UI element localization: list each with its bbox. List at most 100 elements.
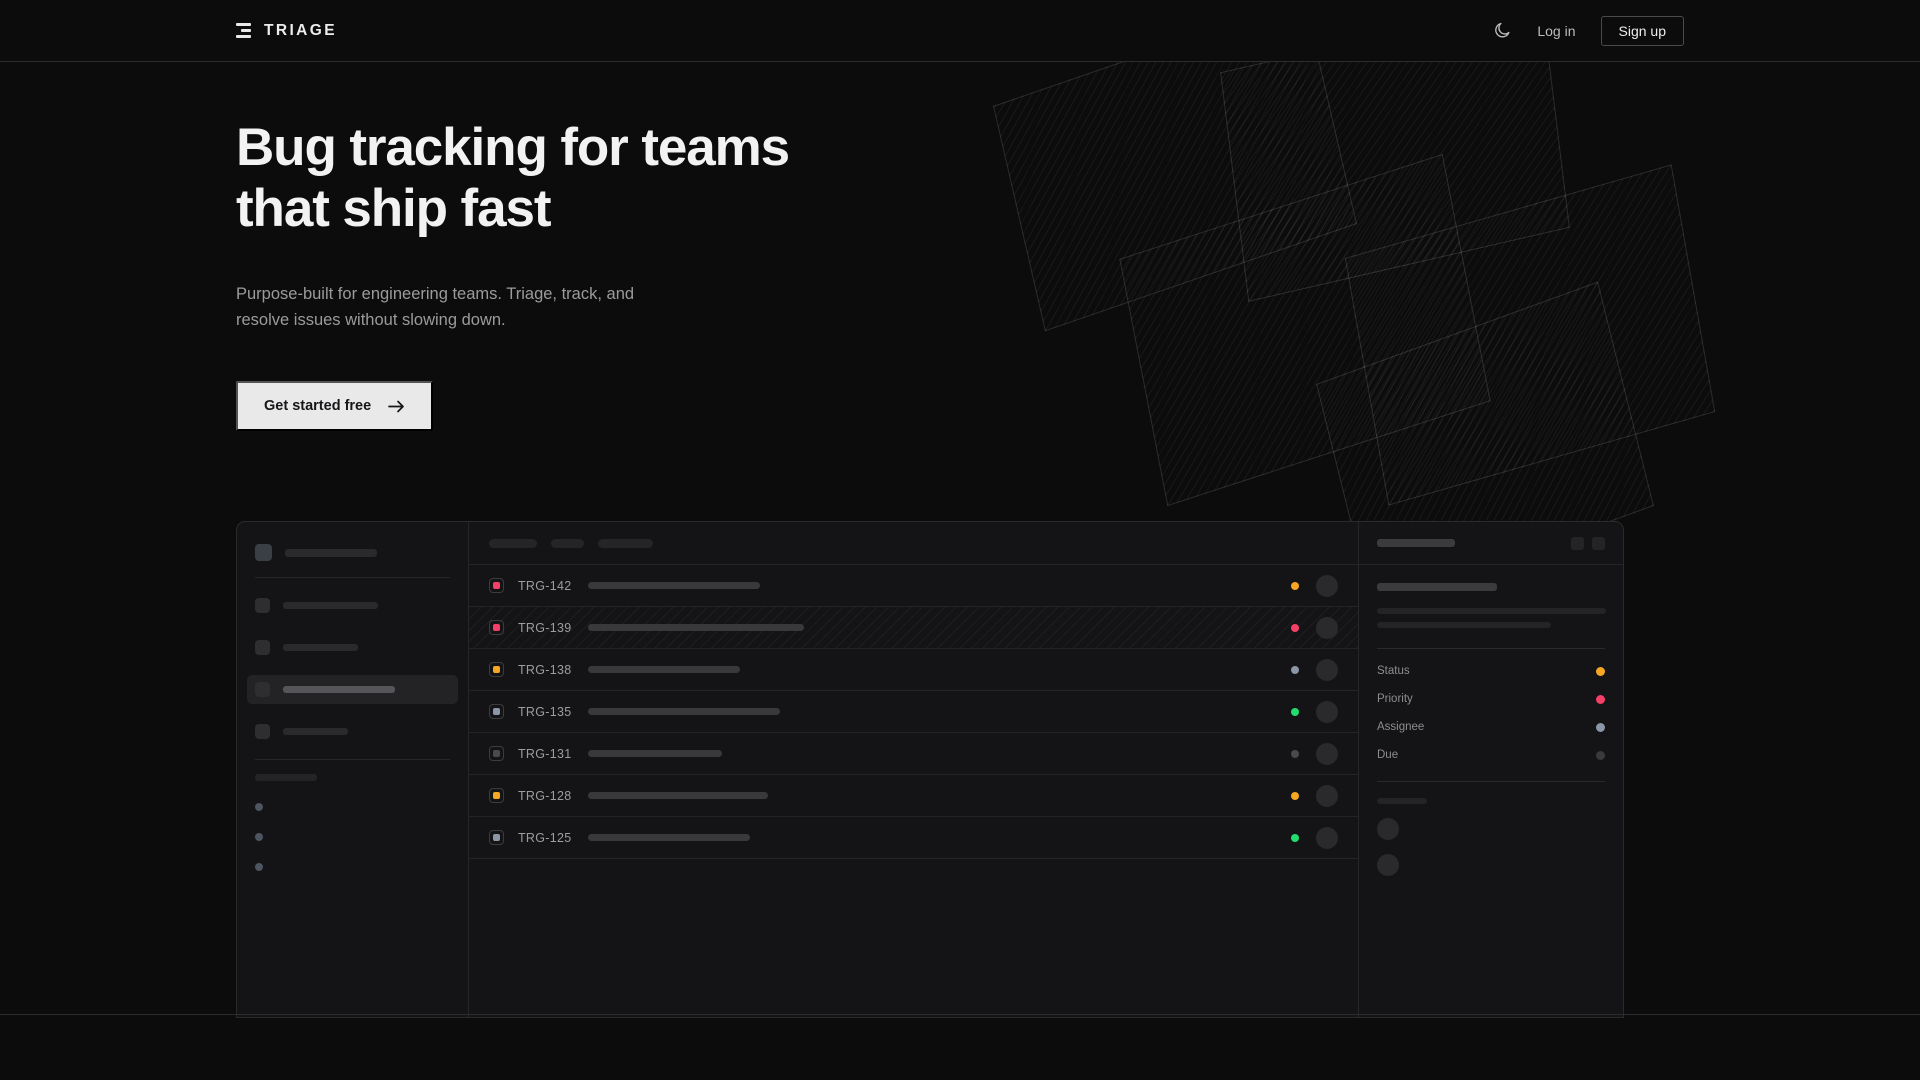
issue-row[interactable]: TRG-131 [469, 733, 1358, 775]
issue-status-icon[interactable] [489, 620, 504, 635]
sidebar-item-icon [255, 682, 270, 697]
sidebar-item-icon [255, 598, 270, 613]
detail-panel-header [1359, 522, 1623, 565]
detail-field-value-dot [1596, 750, 1605, 760]
hero-heading: Bug tracking for teams that ship fast [236, 118, 790, 239]
issue-priority-dot[interactable] [1291, 665, 1299, 674]
detail-footer-avatar-2[interactable] [1377, 854, 1399, 876]
issue-title-skeleton [588, 708, 780, 715]
issue-id: TRG-138 [518, 662, 572, 677]
detail-footer-avatar-1[interactable] [1377, 818, 1399, 840]
issue-assignee-avatar[interactable] [1316, 700, 1338, 723]
issue-status-icon[interactable] [489, 662, 504, 677]
detail-body-line-2 [1377, 622, 1551, 628]
sidebar-item-label-skeleton [283, 602, 378, 609]
issue-status-icon[interactable] [489, 788, 504, 803]
sidebar-divider-bottom [255, 759, 450, 760]
issue-priority-dot[interactable] [1291, 623, 1299, 632]
issue-row[interactable]: TRG-139 [469, 607, 1358, 649]
issue-row[interactable]: TRG-128 [469, 775, 1358, 817]
issue-id: TRG-139 [518, 620, 572, 635]
detail-field-label: Status [1377, 665, 1410, 677]
detail-field-row[interactable]: Due [1377, 749, 1605, 761]
get-started-button[interactable]: Get started free [236, 381, 434, 432]
issue-assignee-avatar[interactable] [1316, 784, 1338, 807]
issue-assignee-avatar[interactable] [1316, 616, 1338, 639]
sidebar-item-4[interactable] [247, 717, 458, 746]
login-link[interactable]: Log in [1537, 22, 1576, 39]
issue-row[interactable]: TRG-142 [469, 565, 1358, 607]
teams-section-label-skeleton [255, 774, 317, 781]
issue-row[interactable]: TRG-138 [469, 649, 1358, 691]
issue-priority-dot[interactable] [1291, 707, 1299, 716]
detail-body-line-1 [1377, 608, 1606, 614]
hero-subheading: Purpose-built for engineering teams. Tri… [236, 284, 635, 329]
stacked-bars-logo-icon [236, 23, 251, 38]
moon-icon[interactable] [1493, 21, 1512, 40]
detail-field-value-dot [1596, 666, 1605, 676]
issue-assignee-avatar[interactable] [1316, 742, 1338, 765]
mockup-sidebar [237, 522, 469, 1017]
brand-name: TRIAGE [264, 21, 337, 39]
workspace-switcher[interactable] [237, 536, 468, 577]
detail-footer-label-skeleton [1377, 798, 1427, 804]
issue-row[interactable]: TRG-135 [469, 691, 1358, 733]
detail-heading-skeleton [1377, 583, 1497, 591]
detail-field-label: Priority [1377, 693, 1413, 705]
issue-priority-dot[interactable] [1291, 833, 1299, 842]
sidebar-nav-list [237, 578, 468, 759]
filter-chip-2[interactable] [551, 538, 584, 548]
sidebar-item-icon [255, 724, 270, 739]
issue-id: TRG-135 [518, 704, 572, 719]
workspace-avatar [255, 544, 272, 561]
sidebar-divider-top [255, 577, 450, 578]
issue-id: TRG-128 [518, 788, 572, 803]
signup-button[interactable]: Sign up [1600, 15, 1684, 46]
sidebar-item-3-active[interactable] [247, 675, 458, 704]
sidebar-item-label-skeleton [283, 644, 358, 651]
hero-section: Bug tracking for teams that ship fast Pu… [0, 62, 1920, 432]
detail-field-row[interactable]: Priority [1377, 693, 1605, 705]
issue-assignee-avatar[interactable] [1316, 826, 1338, 849]
top-navigation-bar: TRIAGE Log in Sign up [0, 0, 1920, 62]
cta-label: Get started free [264, 398, 372, 415]
sidebar-item-icon [255, 640, 270, 655]
sidebar-item-2[interactable] [247, 633, 458, 662]
detail-field-value-dot [1596, 694, 1605, 704]
detail-field-row[interactable]: Status [1377, 665, 1605, 677]
issue-title-skeleton [588, 834, 750, 841]
filter-chip-1[interactable] [489, 538, 537, 548]
issue-title-skeleton [588, 624, 804, 631]
team-dot-3[interactable] [255, 863, 263, 871]
issue-id: TRG-131 [518, 746, 572, 761]
detail-action-button-1[interactable] [1571, 536, 1584, 550]
arrow-right-icon [388, 400, 405, 412]
detail-field-row[interactable]: Assignee [1377, 721, 1605, 733]
issue-priority-dot[interactable] [1291, 581, 1299, 590]
filter-chip-3[interactable] [598, 538, 653, 548]
team-dot-2[interactable] [255, 833, 263, 841]
detail-action-button-2[interactable] [1592, 536, 1605, 550]
issue-title-skeleton [588, 792, 768, 799]
issue-status-icon[interactable] [489, 830, 504, 845]
issue-row[interactable]: TRG-125 [469, 817, 1358, 859]
issue-assignee-avatar[interactable] [1316, 658, 1338, 681]
brand-logo[interactable]: TRIAGE [236, 22, 337, 40]
detail-field-label: Due [1377, 749, 1399, 761]
issue-status-icon[interactable] [489, 578, 504, 593]
sidebar-item-label-skeleton [283, 728, 348, 735]
detail-field-value-dot [1596, 722, 1605, 732]
issue-status-icon[interactable] [489, 746, 504, 761]
detail-divider-top [1377, 648, 1605, 649]
team-dot-1[interactable] [255, 803, 263, 811]
issue-assignee-avatar[interactable] [1316, 574, 1338, 597]
issue-priority-dot[interactable] [1291, 791, 1299, 800]
sidebar-item-1[interactable] [247, 591, 458, 620]
issue-priority-dot[interactable] [1291, 749, 1299, 758]
issue-status-icon[interactable] [489, 704, 504, 719]
issue-title-skeleton [588, 582, 760, 589]
